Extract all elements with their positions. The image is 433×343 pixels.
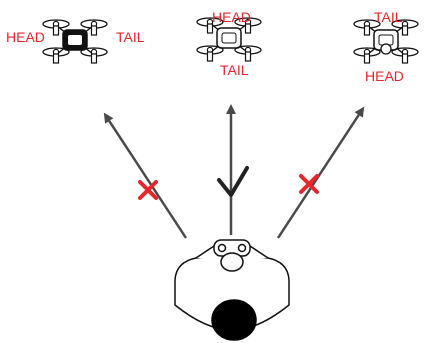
- drone-left-tail-label: TAIL: [116, 29, 145, 45]
- drone-center-tail-label: TAIL: [220, 62, 249, 78]
- pilot-head: [211, 299, 257, 341]
- drone-center: HEAD TAIL: [197, 9, 261, 78]
- drone-center-head-label: HEAD: [212, 9, 251, 25]
- drone-right-head-label: HEAD: [365, 68, 404, 84]
- drone-right-icon: [354, 20, 418, 63]
- drone-left: HEAD TAIL: [6, 20, 145, 63]
- drone-right: TAIL HEAD: [354, 9, 418, 84]
- pilot-figure: [174, 239, 290, 341]
- wrong-mark-left: [138, 180, 158, 200]
- arrow-right: [276, 106, 365, 239]
- arrow-left: [103, 112, 188, 239]
- drone-right-tail-label: TAIL: [374, 9, 403, 25]
- drone-left-head-label: HEAD: [6, 29, 45, 45]
- drone-left-icon: [43, 20, 107, 63]
- wrong-mark-right: [299, 174, 319, 194]
- check-mark-center: [217, 166, 249, 197]
